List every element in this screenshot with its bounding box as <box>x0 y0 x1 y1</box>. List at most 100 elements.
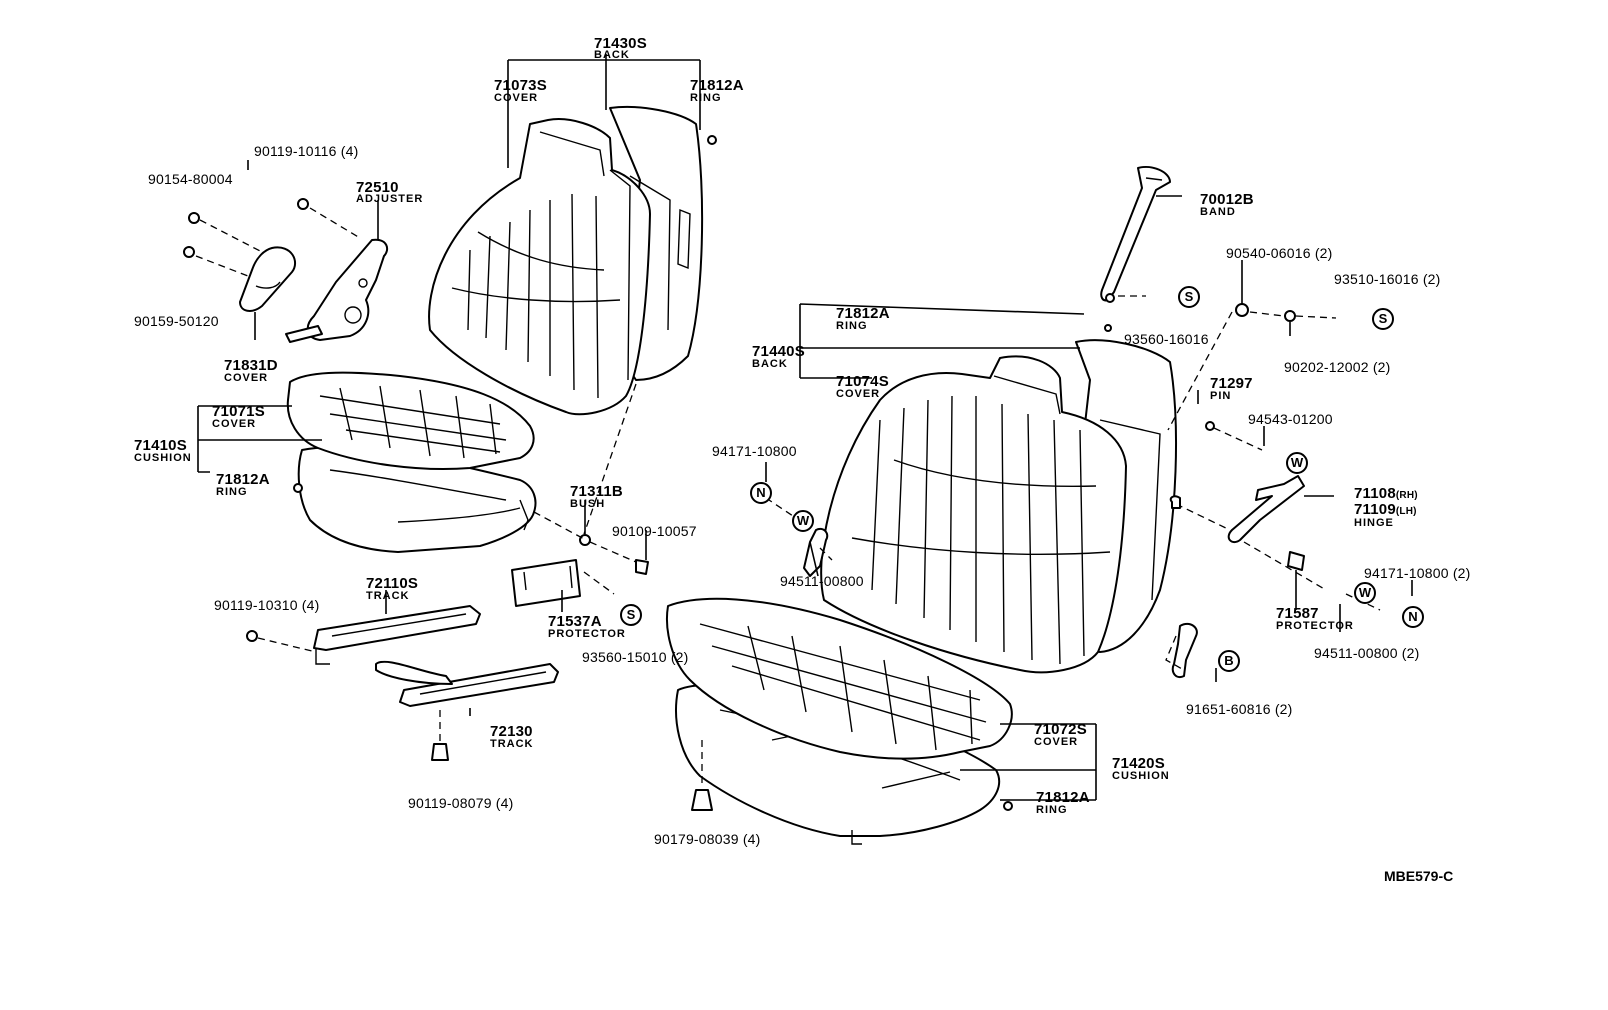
label-90154-80004: 90154-80004 <box>148 171 233 187</box>
right-seat-back-cover <box>820 355 1127 674</box>
cushion-71410s-bracket <box>197 405 322 473</box>
symbol-s-93560-15010: S <box>620 604 642 626</box>
label-ring-right: RING <box>836 320 868 332</box>
label-71537a: 71537A <box>548 613 602 630</box>
label-ring-left: RING <box>216 486 248 498</box>
back-lower-bracket <box>799 303 1085 379</box>
label-71812a-left: 71812A <box>216 471 270 488</box>
label-71071s: 71071S <box>212 403 265 420</box>
symbol-w-94543: W <box>1286 452 1308 474</box>
label-cushion-71420s: CUSHION <box>1112 770 1170 782</box>
label-protector-71587: PROTECTOR <box>1276 620 1354 632</box>
bolt-90119-10116 <box>297 198 309 210</box>
label-93510-16016: 93510-16016 (2) <box>1334 271 1441 287</box>
label-90540-06016: 90540-06016 (2) <box>1226 245 1333 261</box>
label-90119-10310: 90119-10310 (4) <box>214 597 320 613</box>
label-bush: BUSH <box>570 498 606 510</box>
symbol-w-left: W <box>792 510 814 532</box>
screw-90109 <box>635 559 649 575</box>
adjuster-cover-part <box>239 246 297 340</box>
label-cover-71831d: COVER <box>224 372 269 384</box>
label-71074s: 71074S <box>836 373 889 390</box>
protector-71537a <box>511 559 615 612</box>
bolt-90119-10310 <box>246 630 258 642</box>
label-71812a-top: 71812A <box>690 77 744 94</box>
label-72510: 72510 <box>356 179 399 196</box>
label-71297: 71297 <box>1210 375 1253 392</box>
label-71072s: 71072S <box>1034 721 1087 738</box>
symbol-w-right: W <box>1354 582 1376 604</box>
label-72130: 72130 <box>490 723 533 740</box>
label-94543-01200: 94543-01200 <box>1248 411 1333 427</box>
label-90119-08079: 90119-08079 (4) <box>408 795 514 811</box>
label-71831d: 71831D <box>224 357 278 374</box>
bracket-91651 <box>1165 622 1217 682</box>
label-94171-10800-top: 94171-10800 <box>712 443 797 459</box>
nut-90154 <box>188 212 200 224</box>
label-band: BAND <box>1200 206 1236 218</box>
label-ring-bottom: RING <box>1036 804 1068 816</box>
label-94511-00800-left: 94511-00800 <box>780 573 864 589</box>
label-cover-71074s: COVER <box>836 388 881 400</box>
label-cover-71073s: COVER <box>494 92 539 104</box>
bush-71311b <box>579 534 591 546</box>
label-ring-top: RING <box>690 92 722 104</box>
label-71587: 71587 <box>1276 605 1319 622</box>
right-cushion-cover <box>666 597 1013 760</box>
ring-left <box>293 483 303 493</box>
bolt-90119-08079 <box>431 743 449 761</box>
label-hinge: HINGE <box>1354 517 1394 529</box>
label-track-72110s: TRACK <box>366 590 410 602</box>
label-cushion-71410s: CUSHION <box>134 452 192 464</box>
label-adjuster: ADJUSTER <box>356 193 424 205</box>
back-upper-bracket <box>507 54 701 168</box>
label-cover-71071s: COVER <box>212 418 257 430</box>
label-94511-00800-right: 94511-00800 (2) <box>1314 645 1420 661</box>
washer-90540 <box>1235 303 1249 317</box>
ring-top <box>707 135 717 145</box>
track-72130 <box>375 660 559 716</box>
pin-71297 <box>1205 421 1215 431</box>
label-71108: 71108(RH) <box>1354 485 1418 502</box>
bracket-94511 <box>803 528 829 577</box>
symbol-n-right: N <box>1402 606 1424 628</box>
label-71109: 71109(LH) <box>1354 501 1417 518</box>
left-cushion-cover <box>286 371 535 471</box>
label-back-lower: BACK <box>752 358 788 370</box>
label-protector-71537a: PROTECTOR <box>548 628 626 640</box>
label-71420s: 71420S <box>1112 755 1165 772</box>
label-pin: PIN <box>1210 390 1232 402</box>
label-71410s: 71410S <box>134 437 187 454</box>
symbol-b-91651: B <box>1218 650 1240 672</box>
label-71440s: 71440S <box>752 343 805 360</box>
band-70012b <box>1100 166 1182 303</box>
hinge-mount-point <box>1169 495 1181 509</box>
washer-90202 <box>1284 310 1296 322</box>
hinge-71108-71109 <box>1227 475 1334 544</box>
symbol-s-93510: S <box>1372 308 1394 330</box>
label-71812a-bottom: 71812A <box>1036 789 1090 806</box>
label-90159-50120: 90159-50120 <box>134 313 219 329</box>
left-seat-back-cover <box>428 118 651 416</box>
label-71073s: 71073S <box>494 77 547 94</box>
label-91651-60816: 91651-60816 (2) <box>1186 701 1293 717</box>
label-93560-16016: 93560-16016 <box>1124 331 1209 347</box>
label-71430s: 71430S <box>594 35 647 52</box>
label-track-72130: TRACK <box>490 738 534 750</box>
bolt-90179 <box>691 789 713 811</box>
cushion-71420s-bracket <box>960 723 1097 801</box>
adjuster-part <box>285 200 389 343</box>
label-72110s: 72110S <box>366 575 419 592</box>
label-70012b: 70012B <box>1200 191 1254 208</box>
label-94171-10800-right: 94171-10800 (2) <box>1364 565 1471 581</box>
label-71812a-right: 71812A <box>836 305 890 322</box>
protector-71587 <box>1287 551 1305 571</box>
symbol-n-left: N <box>750 482 772 504</box>
ring-bottom <box>1003 801 1013 811</box>
track-72110s <box>313 590 481 665</box>
label-cover-71072s: COVER <box>1034 736 1079 748</box>
symbol-s-93560-16016: S <box>1178 286 1200 308</box>
label-93560-15010: 93560-15010 (2) <box>582 649 689 665</box>
